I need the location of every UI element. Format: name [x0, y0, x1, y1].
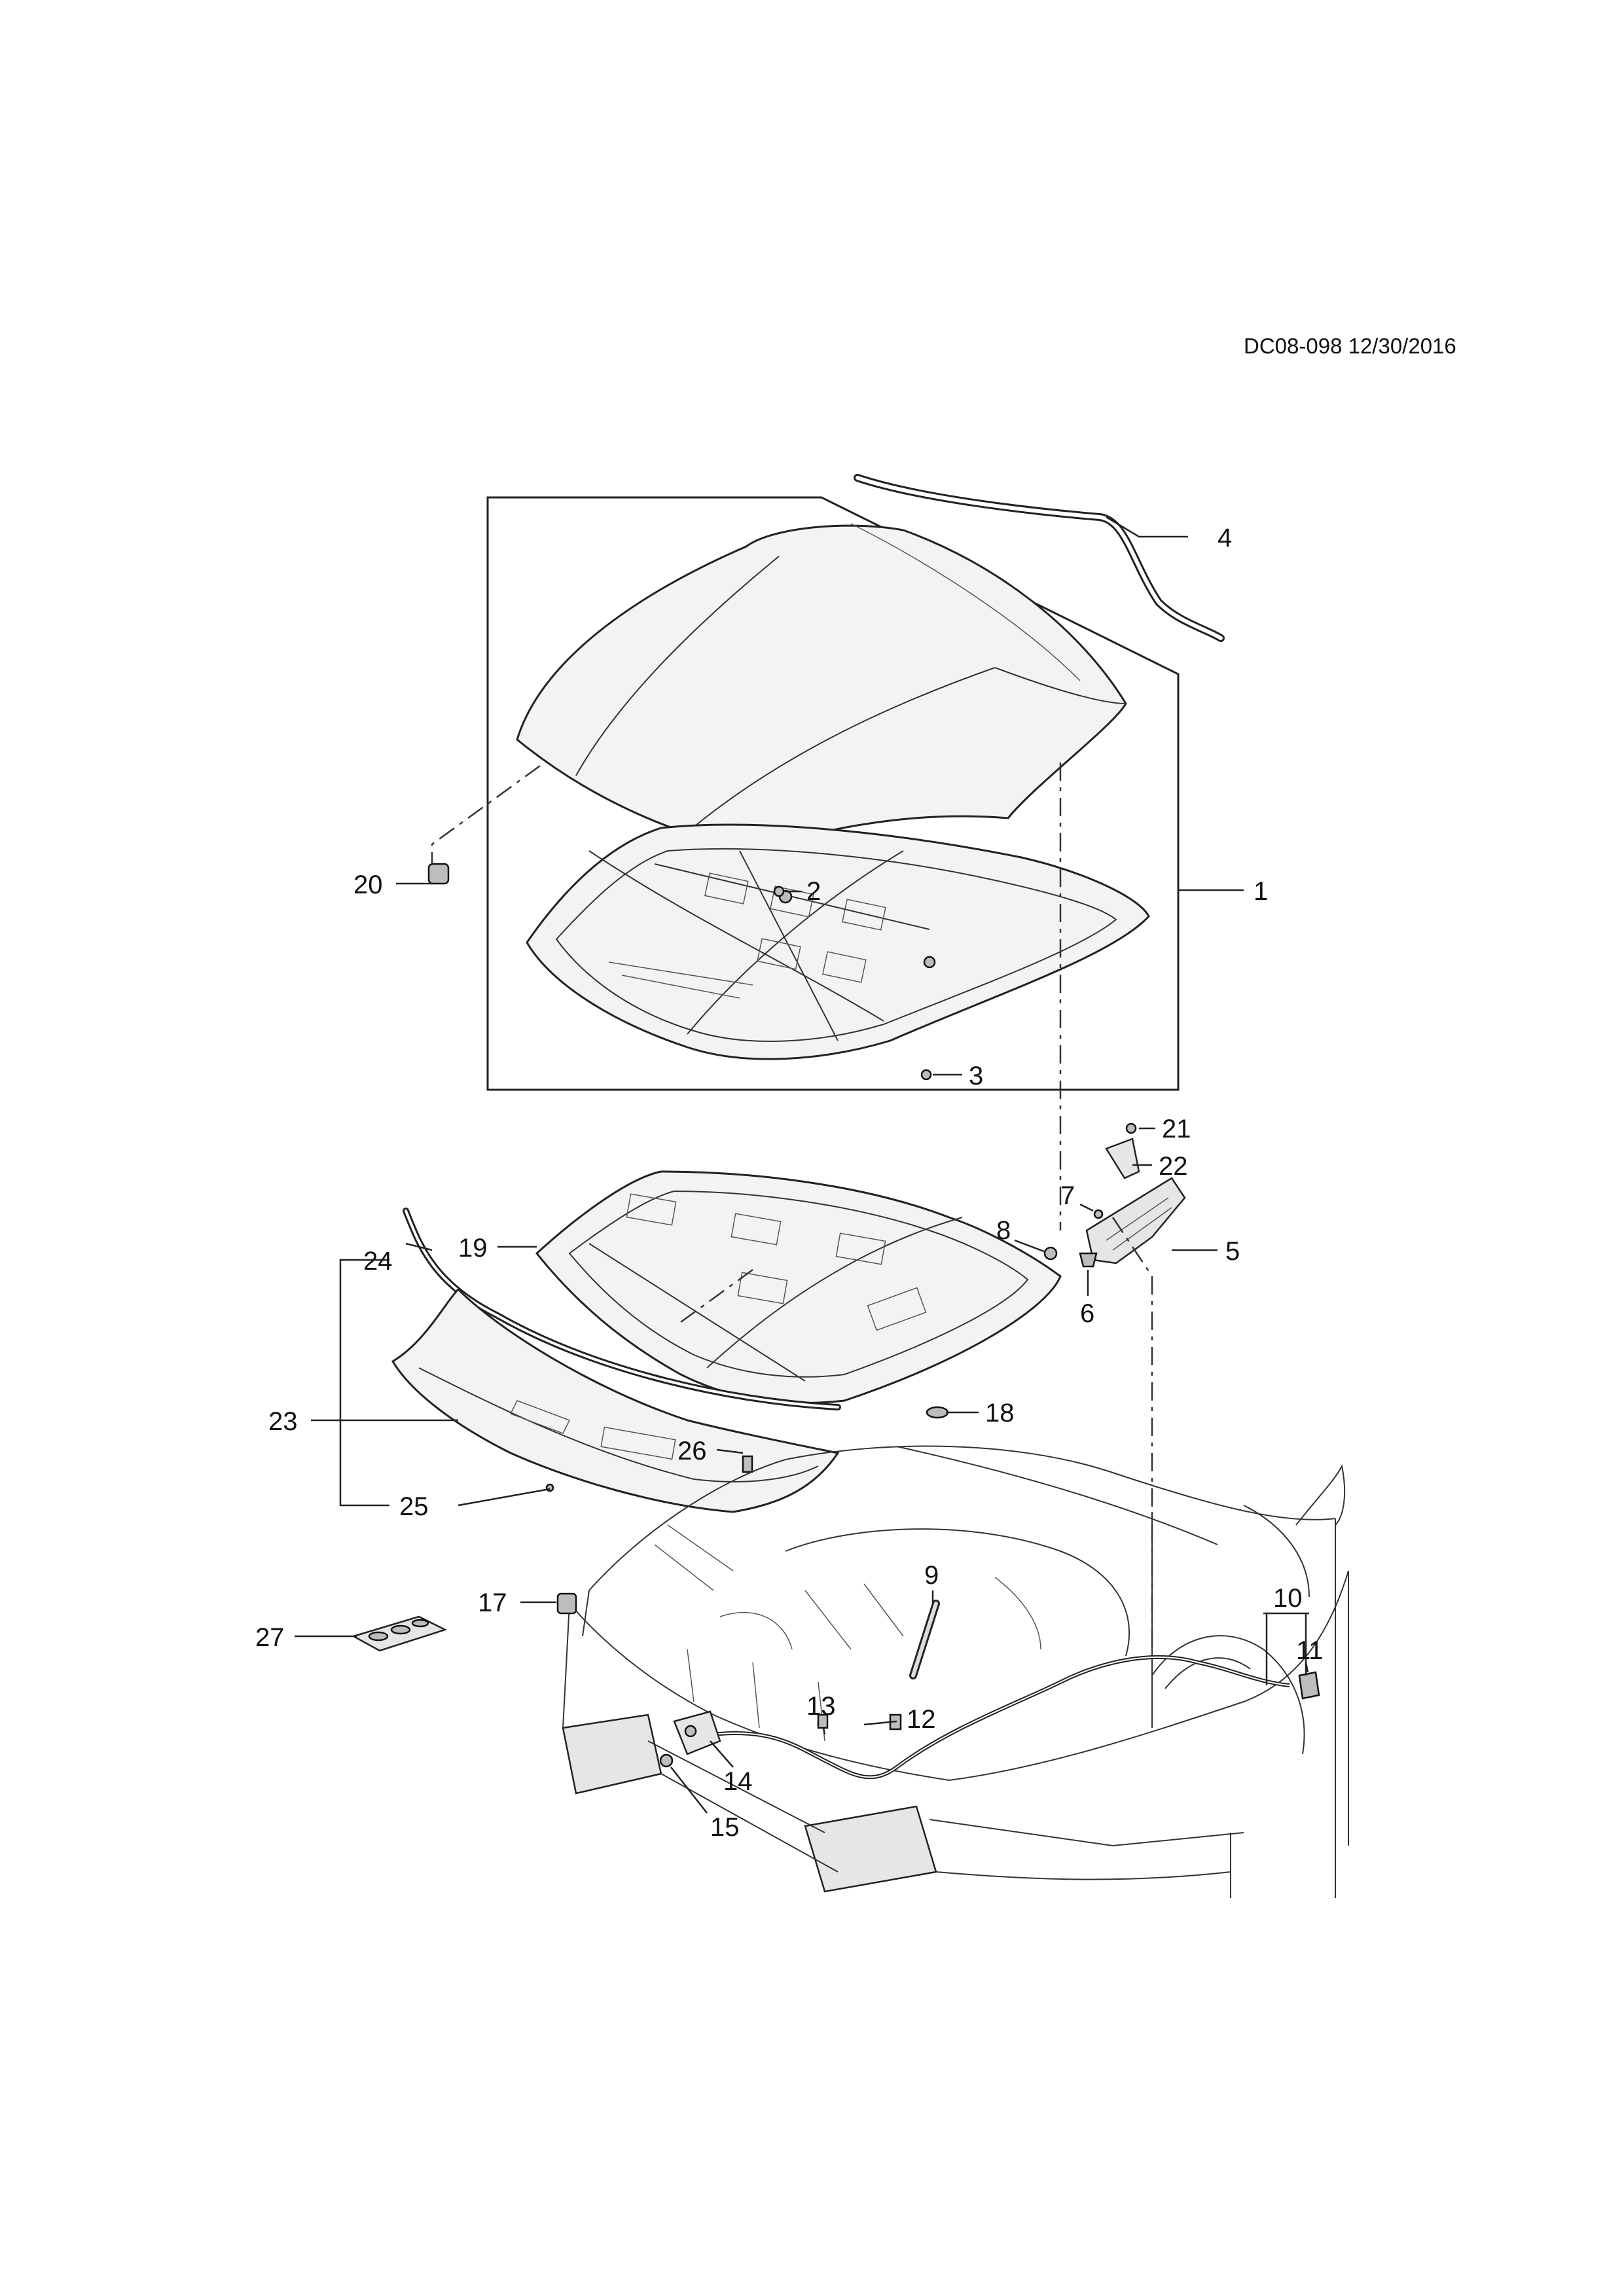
hood-assembly-frame: [486, 496, 1180, 1091]
callout-9: 9: [924, 1561, 939, 1590]
callout-2: 2: [806, 877, 821, 906]
clip-3: [920, 1069, 932, 1081]
callout-23: 23: [268, 1407, 298, 1436]
bolt-21: [1125, 1122, 1137, 1134]
latch-14: [673, 1710, 721, 1755]
callout-5: 5: [1225, 1237, 1240, 1266]
leader-lines: [295, 516, 1309, 1814]
callout-14: 14: [723, 1767, 753, 1796]
callout-26: 26: [677, 1437, 707, 1465]
callout-27: 27: [255, 1623, 285, 1652]
callout-11: 11: [1296, 1636, 1324, 1665]
callout-17: 17: [478, 1588, 507, 1617]
washer-18: [926, 1406, 949, 1419]
callout-1: 1: [1254, 877, 1268, 906]
nut-7: [1093, 1209, 1104, 1219]
label-sheet-27: [351, 1615, 448, 1652]
callout-4: 4: [1218, 524, 1232, 552]
callout-25: 25: [399, 1492, 429, 1521]
callout-3: 3: [969, 1062, 983, 1090]
document-id-date: DC08-098 12/30/2016: [1244, 334, 1456, 358]
callout-8: 8: [996, 1216, 1011, 1245]
bumper-17: [556, 1592, 577, 1615]
bolt-15: [659, 1753, 674, 1768]
callout-13: 13: [806, 1692, 836, 1721]
callout-10: 10: [1273, 1584, 1303, 1613]
bolt-2: [773, 886, 785, 897]
callout-24: 24: [363, 1247, 393, 1276]
callout-21: 21: [1162, 1115, 1191, 1143]
release-handle-11: [1298, 1671, 1320, 1700]
callout-12: 12: [907, 1705, 936, 1734]
callout-labels: 4 1 2 3 20 21 22 7 8 5 6 19 24 23 25 18 …: [255, 524, 1324, 1842]
callout-7: 7: [1060, 1181, 1075, 1210]
release-cable-12: [713, 1655, 1290, 1780]
bolt-6: [1079, 1252, 1098, 1268]
bolt-8: [1043, 1246, 1058, 1261]
callout-20: 20: [353, 870, 383, 899]
callout-22: 22: [1159, 1152, 1188, 1181]
callout-18: 18: [985, 1399, 1015, 1427]
hood-inner-frame: [526, 823, 1150, 1060]
bumper-20: [427, 863, 450, 885]
hood-insulator: [535, 1170, 1062, 1405]
vehicle-body-structure: [562, 1445, 1349, 1898]
bracket-22: [1105, 1138, 1140, 1179]
cowl-panel: [391, 1287, 840, 1513]
callout-19: 19: [458, 1234, 488, 1263]
hood-panel: [516, 523, 1127, 852]
callout-6: 6: [1080, 1299, 1094, 1328]
clip-26: [742, 1455, 753, 1473]
callout-15: 15: [710, 1813, 740, 1842]
prop-rod-9: [909, 1600, 940, 1679]
